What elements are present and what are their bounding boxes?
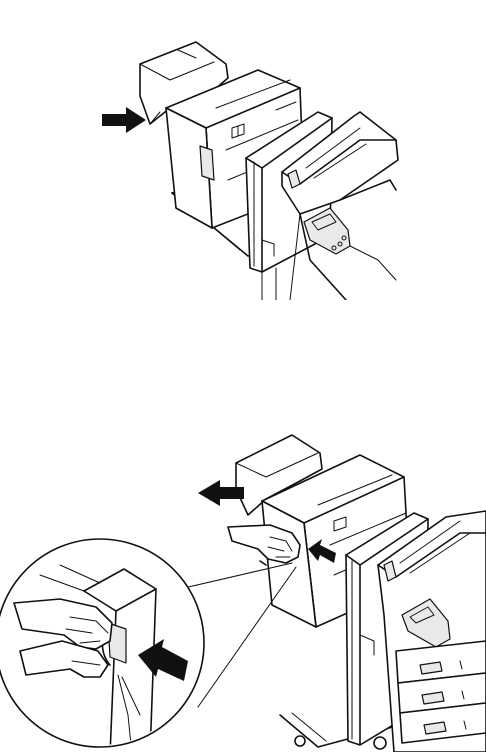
direction-arrow-right-icon bbox=[102, 107, 146, 133]
finisher-diagram-bottom bbox=[0, 415, 486, 752]
paper-trays bbox=[396, 641, 486, 743]
illustration-finisher-pulled-out bbox=[0, 415, 486, 752]
finisher-diagram-top bbox=[0, 0, 486, 300]
finisher-handle-icon bbox=[200, 146, 214, 180]
magnified-inset bbox=[0, 539, 204, 752]
illustration-finisher-pushed-in bbox=[0, 0, 486, 300]
